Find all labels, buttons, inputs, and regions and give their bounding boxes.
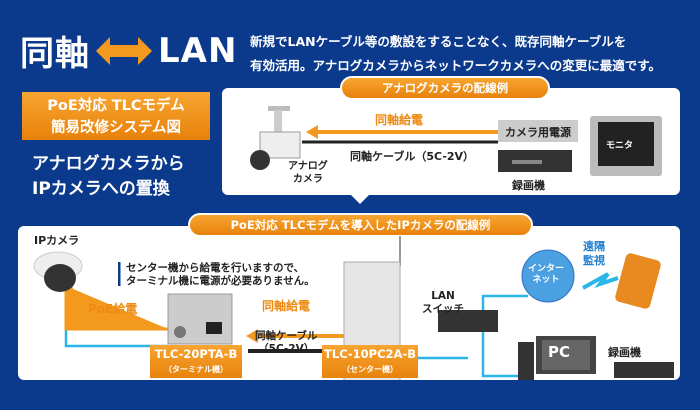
note-line: センター機から給電を行いますので、	[126, 262, 305, 274]
unit-role: （ターミナル機）	[164, 365, 228, 374]
label-line: カメラ	[292, 174, 323, 185]
poe-power-label: PoE給電	[88, 302, 138, 316]
description-line: 新規でLANケーブル等の敷設をすることなく、既存同軸ケーブルを	[250, 34, 627, 49]
pc-label: PC	[548, 343, 571, 361]
terminal-unit-label: TLC-20PTA-B （ターミナル機）	[150, 345, 242, 378]
label-line: ネット	[532, 275, 560, 285]
coax-cable-label: 同軸ケーブル（5C-2V）	[350, 150, 475, 163]
power-arrow	[306, 125, 498, 139]
ip-camera-label: IPカメラ	[34, 234, 80, 247]
analog-camera-label: アナログカメラ	[288, 160, 328, 186]
label-line: LAN	[431, 290, 455, 302]
title-coax: 同軸	[20, 34, 90, 74]
smartphone-icon	[615, 253, 661, 309]
label-line: スイッチ	[422, 303, 464, 315]
internet-globe-icon	[521, 249, 575, 303]
box-line: 簡易改修システム図	[50, 120, 182, 136]
label-line: 同軸ケーブル	[255, 330, 318, 342]
description-line: 有効活用。アナログカメラからネットワークカメラへの変更に最適です。	[250, 58, 662, 73]
analog-heading: アナログカメラの配線例	[340, 76, 550, 100]
camera-power-source: カメラ用電源	[505, 126, 571, 139]
coax-power-label: 同軸給電	[375, 113, 424, 127]
note-line: ターミナル機に電源が必要ありません。	[126, 275, 315, 287]
label-line: 遠隔	[583, 240, 605, 253]
label-line: 監視	[583, 254, 605, 267]
unit-role: （センター機）	[342, 365, 398, 374]
recorder-icon	[498, 150, 572, 172]
analog-diagram	[250, 106, 662, 176]
ip-recorder-icon	[614, 362, 674, 378]
label-line: インター	[528, 264, 565, 274]
page-title: 同軸 LAN	[20, 26, 237, 75]
label-line: （5C-2V）	[258, 343, 315, 355]
terminal-unit-icon	[167, 293, 233, 345]
wireless-icon	[582, 272, 619, 290]
internet-label: インターネット	[528, 264, 564, 286]
box-line: PoE対応 TLCモデム	[47, 98, 185, 114]
note-bar	[118, 262, 121, 286]
coax-cable-label: 同軸ケーブル（5C-2V）	[255, 330, 317, 356]
subtitle-line: アナログカメラから	[32, 154, 185, 174]
recorder-label: 録画機	[512, 179, 545, 192]
power-source-box	[498, 120, 578, 142]
ip-camera-icon	[33, 251, 83, 292]
monitor-label: モニタ	[606, 141, 634, 151]
remote-monitoring-label: 遠隔監視	[583, 240, 605, 268]
analog-camera-icon	[250, 106, 301, 170]
description: 新規でLANケーブル等の敷設をすることなく、既存同軸ケーブルを 有効活用。アナロ…	[250, 30, 661, 78]
coax-power-label: 同軸給電	[262, 299, 311, 313]
pc-icon	[518, 336, 596, 380]
ip-heading: PoE対応 TLCモデムを導入したIPカメラの配線例	[188, 213, 533, 237]
monitor-icon	[590, 116, 662, 176]
coax-power-arrow	[246, 329, 348, 343]
pointer-arrow	[350, 194, 370, 204]
power-note: センター機から給電を行いますので、ターミナル機に電源が必要ありません。	[126, 262, 315, 288]
model-name: TLC-20PTA-B	[154, 347, 238, 361]
double-arrow-icon	[96, 36, 152, 65]
lan-switch-icon	[438, 310, 498, 332]
subtitle-line: IPカメラへの置換	[32, 179, 170, 199]
title-lan: LAN	[158, 30, 238, 71]
label-line: アナログ	[288, 161, 328, 172]
model-name: TLC-10PC2A-B	[324, 347, 416, 361]
lan-cable-lines	[64, 288, 528, 378]
system-label-box: PoE対応 TLCモデム 簡易改修システム図	[22, 92, 210, 140]
ip-recorder-label: 録画機	[608, 346, 641, 359]
center-unit-label: TLC-10PC2A-B （センター機）	[322, 345, 418, 378]
subtitle: アナログカメラから IPカメラへの置換	[32, 152, 185, 202]
